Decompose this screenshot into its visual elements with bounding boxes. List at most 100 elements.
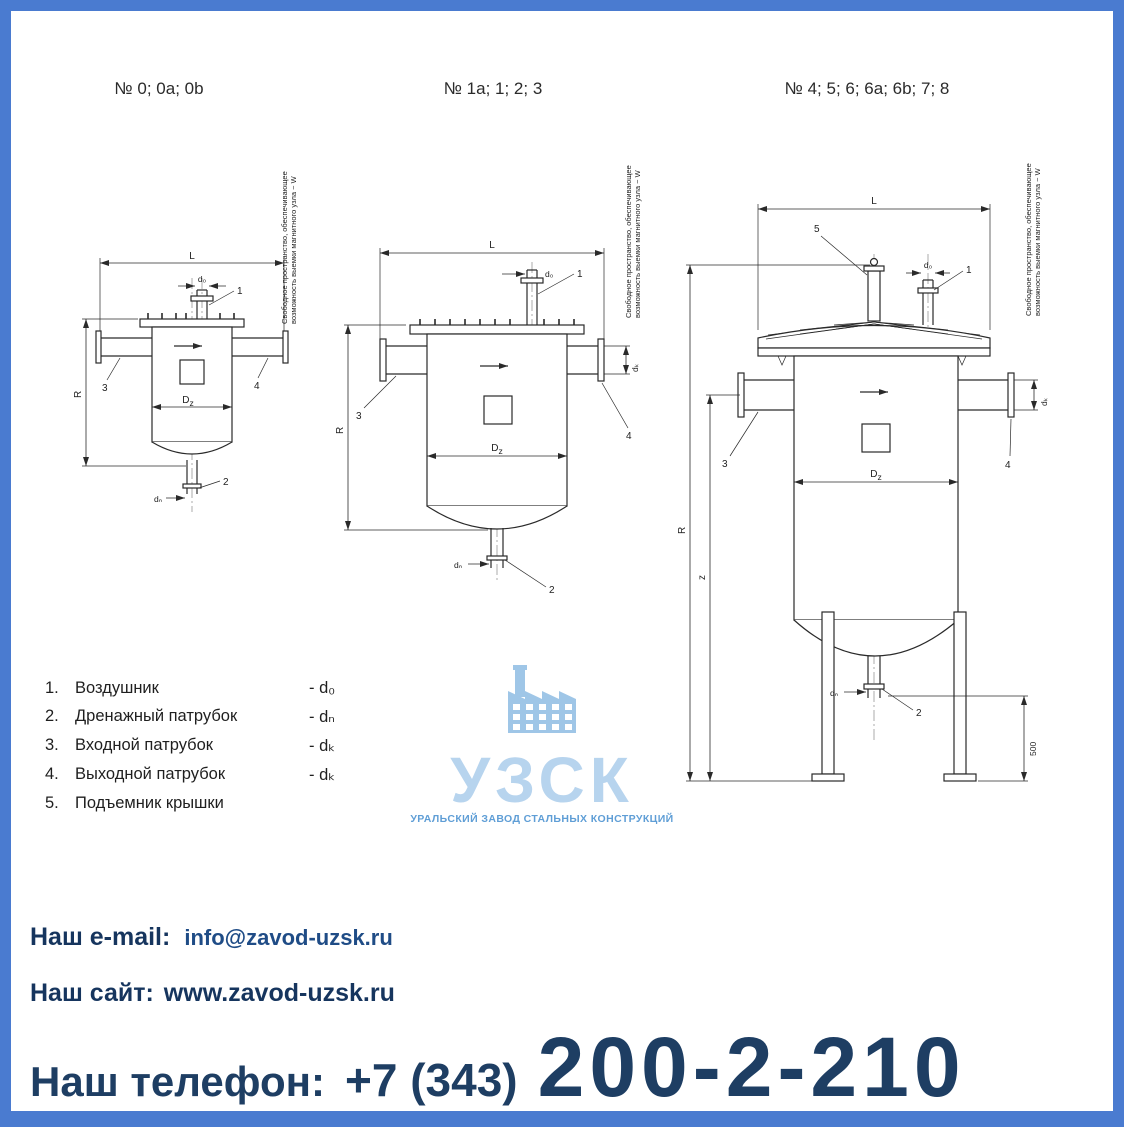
dim-label-d0: d₀ (545, 269, 554, 279)
magnetic-unit-window (861, 423, 891, 453)
part-number-2: 2 (223, 477, 229, 488)
dim-dk: dₖ (1014, 379, 1049, 411)
part-number-2: 2 (549, 585, 555, 596)
dim-label-d0: d₀ (924, 260, 933, 270)
support-legs (811, 611, 977, 782)
legend-num: 4. (45, 765, 59, 783)
drain-nozzle (486, 528, 508, 568)
magnetic-unit-window (483, 395, 513, 425)
free-space-note: Свободное пространство, обеспечивающее в… (624, 165, 642, 318)
watermark-tagline: УРАЛЬСКИЙ ЗАВОД СТАЛЬНЫХ КОНСТРУКЦИЙ (410, 813, 674, 826)
inlet-nozzle (95, 330, 152, 364)
dim-label-R: R (677, 527, 688, 534)
cover (139, 313, 245, 328)
svg-text:Свободное пространство, обеспе: Свободное пространство, обеспечивающее (280, 171, 289, 324)
dim-dk: dₖ (604, 345, 640, 375)
outlet-nozzle (958, 372, 1015, 418)
svg-text:Свободное пространство, обеспе: Свободное пространство, обеспечивающее (1024, 163, 1033, 316)
dim-label-500: 500 (1028, 742, 1038, 756)
legend-label: Подъемник крышки (75, 794, 224, 812)
drain-nozzle (863, 656, 885, 698)
dim-label-L: L (489, 240, 495, 251)
bottom-head (426, 505, 568, 530)
outlet-nozzle (567, 338, 605, 382)
vessel-shell (793, 355, 959, 621)
callout-2: 2 (198, 477, 229, 489)
dim-label-d0: d₀ (198, 274, 207, 284)
svg-text:возможность выемки магнитного: возможность выемки магнитного узла ~ W (1033, 167, 1042, 316)
part-number-1: 1 (966, 265, 972, 276)
legend-label: Воздушник (75, 679, 159, 697)
free-space-note: Свободное пространство, обеспечивающее в… (1024, 163, 1042, 316)
dim-Dz: Dz (794, 469, 958, 485)
drawing-1-title: № 0; 0a; 0b (114, 79, 204, 98)
parts-legend: 1. Воздушник - d₀ 2. Дренажный патрубок … (45, 679, 373, 813)
callout-1: 1 (537, 269, 583, 295)
svg-text:возможность выемки магнитного: возможность выемки магнитного узла ~ W (289, 175, 298, 324)
dim-label-R: R (73, 391, 84, 398)
drawing-2-title: № 1a; 1; 2; 3 (443, 79, 543, 98)
callout-2: 2 (881, 688, 922, 719)
legend-value: - dₖ (309, 737, 336, 755)
phone-prefix: +7 (343) (344, 1054, 518, 1106)
svg-text:Dz: Dz (182, 395, 193, 408)
dim-R: R (335, 324, 488, 531)
callout-4: 4 (601, 382, 632, 442)
dim-dn: dₙ (454, 560, 489, 570)
callout-2: 2 (504, 559, 555, 596)
dim-label-dk: dₖ (630, 363, 640, 372)
part-number-1: 1 (577, 269, 583, 280)
svg-text:Dz: Dz (870, 469, 881, 482)
legend-value: - dₖ (309, 766, 336, 784)
outlet-nozzle (232, 330, 289, 364)
factory-icon (508, 665, 576, 733)
svg-text:Свободное пространство, обеспе: Свободное пространство, обеспечивающее (624, 165, 633, 318)
dim-label-dn: dₙ (830, 688, 839, 698)
callout-1: 1 (933, 265, 972, 291)
site-value: www.zavod-uzsk.ru (163, 979, 395, 1007)
inlet-nozzle (379, 338, 427, 382)
legend-num: 5. (45, 794, 59, 812)
contact-email-row: Наш e-mail: info@zavod-uzsk.ru (30, 923, 393, 952)
callout-5: 5 (814, 224, 868, 276)
sheet: № 0; 0a; 0b № 1a; 1; 2; 3 № 4; 5; 6; 6a;… (11, 11, 1113, 1114)
dim-Dz: Dz (152, 395, 232, 410)
dim-label-R: R (335, 427, 346, 434)
vent-nozzle: d₀ (906, 260, 950, 325)
part-number-1: 1 (237, 286, 243, 297)
legend-value: - d₀ (309, 679, 336, 697)
watermark-name: УЗСК (450, 744, 634, 816)
dim-500: 500 (888, 695, 1038, 782)
legend-num: 3. (45, 736, 59, 754)
svg-text:возможность выемки магнитного: возможность выемки магнитного узла ~ W (633, 169, 642, 318)
drain-nozzle (182, 460, 202, 494)
dim-label-dk: dₖ (1039, 397, 1049, 406)
site-label: Наш сайт: (30, 979, 154, 1007)
callout-1: 1 (208, 286, 243, 306)
legend-num: 2. (45, 707, 59, 725)
part-number-4: 4 (626, 431, 632, 442)
watermark: УЗСК УРАЛЬСКИЙ ЗАВОД СТАЛЬНЫХ КОНСТРУКЦИ… (409, 663, 675, 825)
part-number-4: 4 (1005, 460, 1011, 471)
dim-label-dn: dₙ (454, 560, 463, 570)
callout-3: 3 (102, 357, 121, 394)
vent-nozzle: d₀ (502, 269, 554, 325)
legend-label: Входной патрубок (75, 736, 213, 754)
email-value: info@zavod-uzsk.ru (184, 925, 393, 950)
part-number-5: 5 (814, 224, 820, 235)
vent-nozzle: d₀ (178, 274, 226, 319)
dim-z: z (697, 394, 740, 781)
drawing-vessel-large: Свободное пространство, обеспечивающее в… (677, 163, 1049, 782)
cover-lifter (767, 257, 981, 336)
free-space-note: Свободное пространство, обеспечивающее в… (280, 171, 298, 324)
part-number-3: 3 (356, 411, 362, 422)
drawing-3-title: № 4; 5; 6; 6a; 6b; 7; 8 (784, 79, 950, 98)
dim-label-dn: dₙ (154, 494, 163, 504)
drawing-vessel-small: Свободное пространство, обеспечивающее в… (73, 171, 298, 512)
legend-value: - dₙ (309, 708, 335, 726)
dim-dn: dₙ (154, 494, 185, 504)
dim-label-L: L (871, 196, 877, 207)
bottom-head (151, 441, 233, 455)
email-label: Наш e-mail: (30, 923, 171, 951)
